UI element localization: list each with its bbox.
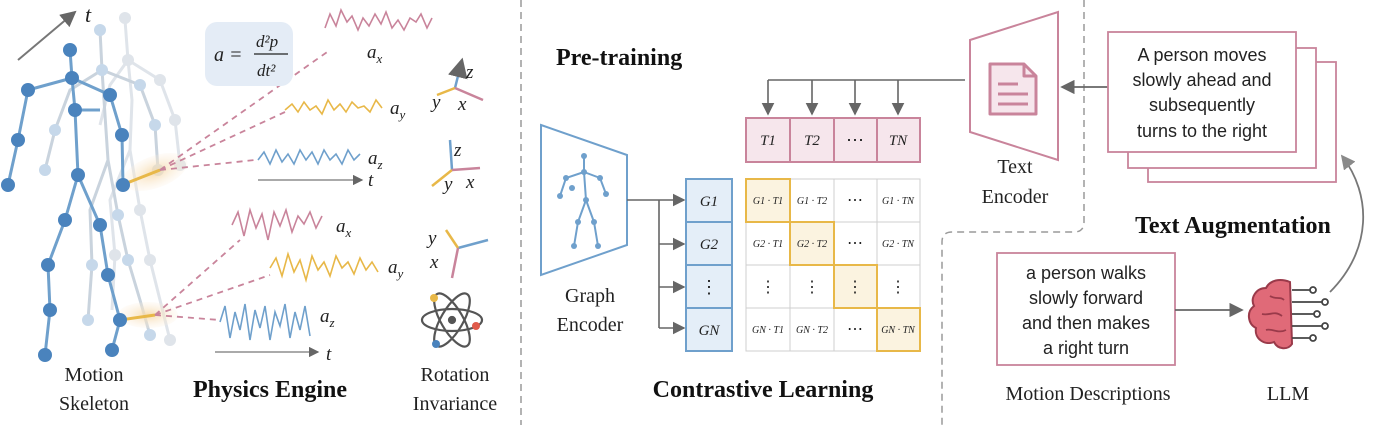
- description-text-line: a person walks: [1026, 263, 1146, 283]
- rotation-label-1: Rotation: [421, 364, 490, 386]
- llm-label: LLM: [1267, 383, 1309, 405]
- signal-az-upper: [257, 148, 361, 166]
- augmented-text-line: subsequently: [1149, 95, 1255, 115]
- document-icon: [988, 62, 1038, 116]
- motion-description-box: [996, 252, 1176, 366]
- t-label-4: TN: [889, 133, 908, 149]
- motion-skeleton: [1, 10, 188, 362]
- equation-box: [205, 22, 293, 86]
- equation-numerator: d²p: [256, 32, 278, 51]
- signal-ay-upper: [284, 98, 383, 116]
- equation-lhs: a =: [214, 44, 243, 66]
- coord-frame-3: [444, 229, 489, 279]
- similarity-matrix: [745, 178, 921, 352]
- frame1-x: x: [457, 94, 467, 115]
- matrix-cell: ⋯: [847, 321, 863, 338]
- text-augmentation-title: Text Augmentation: [1135, 213, 1331, 239]
- matrix-cell: G2 · T2: [797, 239, 827, 250]
- g-label-1: G1: [700, 194, 718, 210]
- augmented-text-line: turns to the right: [1137, 121, 1267, 141]
- graph-embedding-column: [685, 178, 733, 352]
- matrix-cell: G2 · T1: [753, 239, 783, 250]
- g-label-3: ⋮: [700, 277, 718, 297]
- matrix-cell: GN · TN: [881, 325, 916, 336]
- time-arrow: [17, 10, 77, 61]
- skeleton-label-1: Motion: [65, 364, 124, 386]
- augmented-text-line: A person moves: [1137, 45, 1266, 65]
- graph-to-embedding-arrows: [627, 193, 686, 335]
- text-to-embedding-arrows: [761, 79, 965, 116]
- augmented-text-cards: [1107, 31, 1337, 183]
- t-label-3: ⋯: [846, 130, 864, 150]
- g-label-4: GN: [699, 323, 721, 339]
- divider-right: [941, 0, 1085, 425]
- equation-denominator: dt²: [257, 61, 276, 80]
- signal-ax-lower: [231, 207, 323, 241]
- frame2-y: y: [442, 174, 453, 195]
- matrix-cell: G1 · T1: [753, 196, 783, 207]
- matrix-cell: ⋯: [847, 235, 863, 252]
- signal-ax-upper-label: ax: [367, 42, 383, 66]
- frame3-x: x: [429, 252, 439, 273]
- matrix-cell: GN · T2: [796, 325, 828, 336]
- matrix-cell: G2 · TN: [882, 239, 915, 250]
- matrix-cell: ⋮: [760, 279, 776, 296]
- coord-frame-2: [431, 139, 481, 187]
- motion-descriptions-label: Motion Descriptions: [1006, 383, 1171, 405]
- g-label-2: G2: [700, 237, 719, 253]
- signal-ay-upper-label: ay: [390, 98, 406, 122]
- matrix-cell: G1 · TN: [882, 196, 915, 207]
- matrix-cell: ⋮: [804, 279, 820, 296]
- joint-to-signal-lines: [154, 49, 331, 321]
- time-axis-upper-label: t: [368, 170, 374, 191]
- rotation-label-2: Invariance: [413, 393, 498, 415]
- signal-az-lower-label: az: [320, 306, 335, 330]
- matrix-cell: ⋯: [847, 192, 863, 209]
- graph-encoder-label-1: Graph: [565, 285, 615, 307]
- skeleton-label-2: Skeleton: [59, 393, 129, 415]
- signal-ay-lower-label: ay: [388, 257, 404, 281]
- graph-encoder-label-2: Encoder: [557, 314, 624, 336]
- frame2-z: z: [453, 140, 462, 161]
- matrix-cell: ⋮: [890, 279, 906, 296]
- signal-az-upper-label: az: [368, 148, 383, 172]
- atom-icon: [420, 292, 484, 348]
- text-encoder-label-2: Encoder: [982, 186, 1049, 208]
- signal-ay-lower: [269, 251, 379, 284]
- text-encoder-label-1: Text: [997, 156, 1033, 178]
- physics-engine-title: Physics Engine: [193, 377, 347, 403]
- frame1-z: z: [465, 62, 474, 83]
- time-axis-lower-label: t: [326, 344, 332, 365]
- llm-brain-icon: [1248, 279, 1329, 350]
- coord-frame-1: [436, 57, 484, 102]
- description-text-line: slowly forward: [1029, 288, 1143, 308]
- t-label-2: T2: [804, 133, 820, 149]
- frame2-x: x: [465, 172, 475, 193]
- t-label-1: T1: [760, 133, 776, 149]
- matrix-cell: G1 · T2: [797, 196, 827, 207]
- augmented-text-line: slowly ahead and: [1132, 70, 1271, 90]
- time-label: t: [85, 2, 92, 27]
- description-text-line: and then makes: [1022, 313, 1150, 333]
- pretraining-title: Pre-training: [556, 45, 682, 71]
- frame1-y: y: [430, 92, 441, 113]
- matrix-cell: ⋮: [847, 279, 863, 296]
- signal-az-lower: [219, 303, 311, 341]
- matrix-cell: GN · T1: [752, 325, 784, 336]
- llm-to-augmented-arrow: [1329, 154, 1365, 293]
- frame3-y: y: [426, 228, 437, 249]
- signal-ax-lower-label: ax: [336, 216, 352, 240]
- contrastive-learning-title: Contrastive Learning: [653, 377, 874, 403]
- description-text-line: a right turn: [1043, 338, 1129, 358]
- text-embedding-row: [745, 117, 921, 163]
- signal-ax-upper: [324, 7, 433, 33]
